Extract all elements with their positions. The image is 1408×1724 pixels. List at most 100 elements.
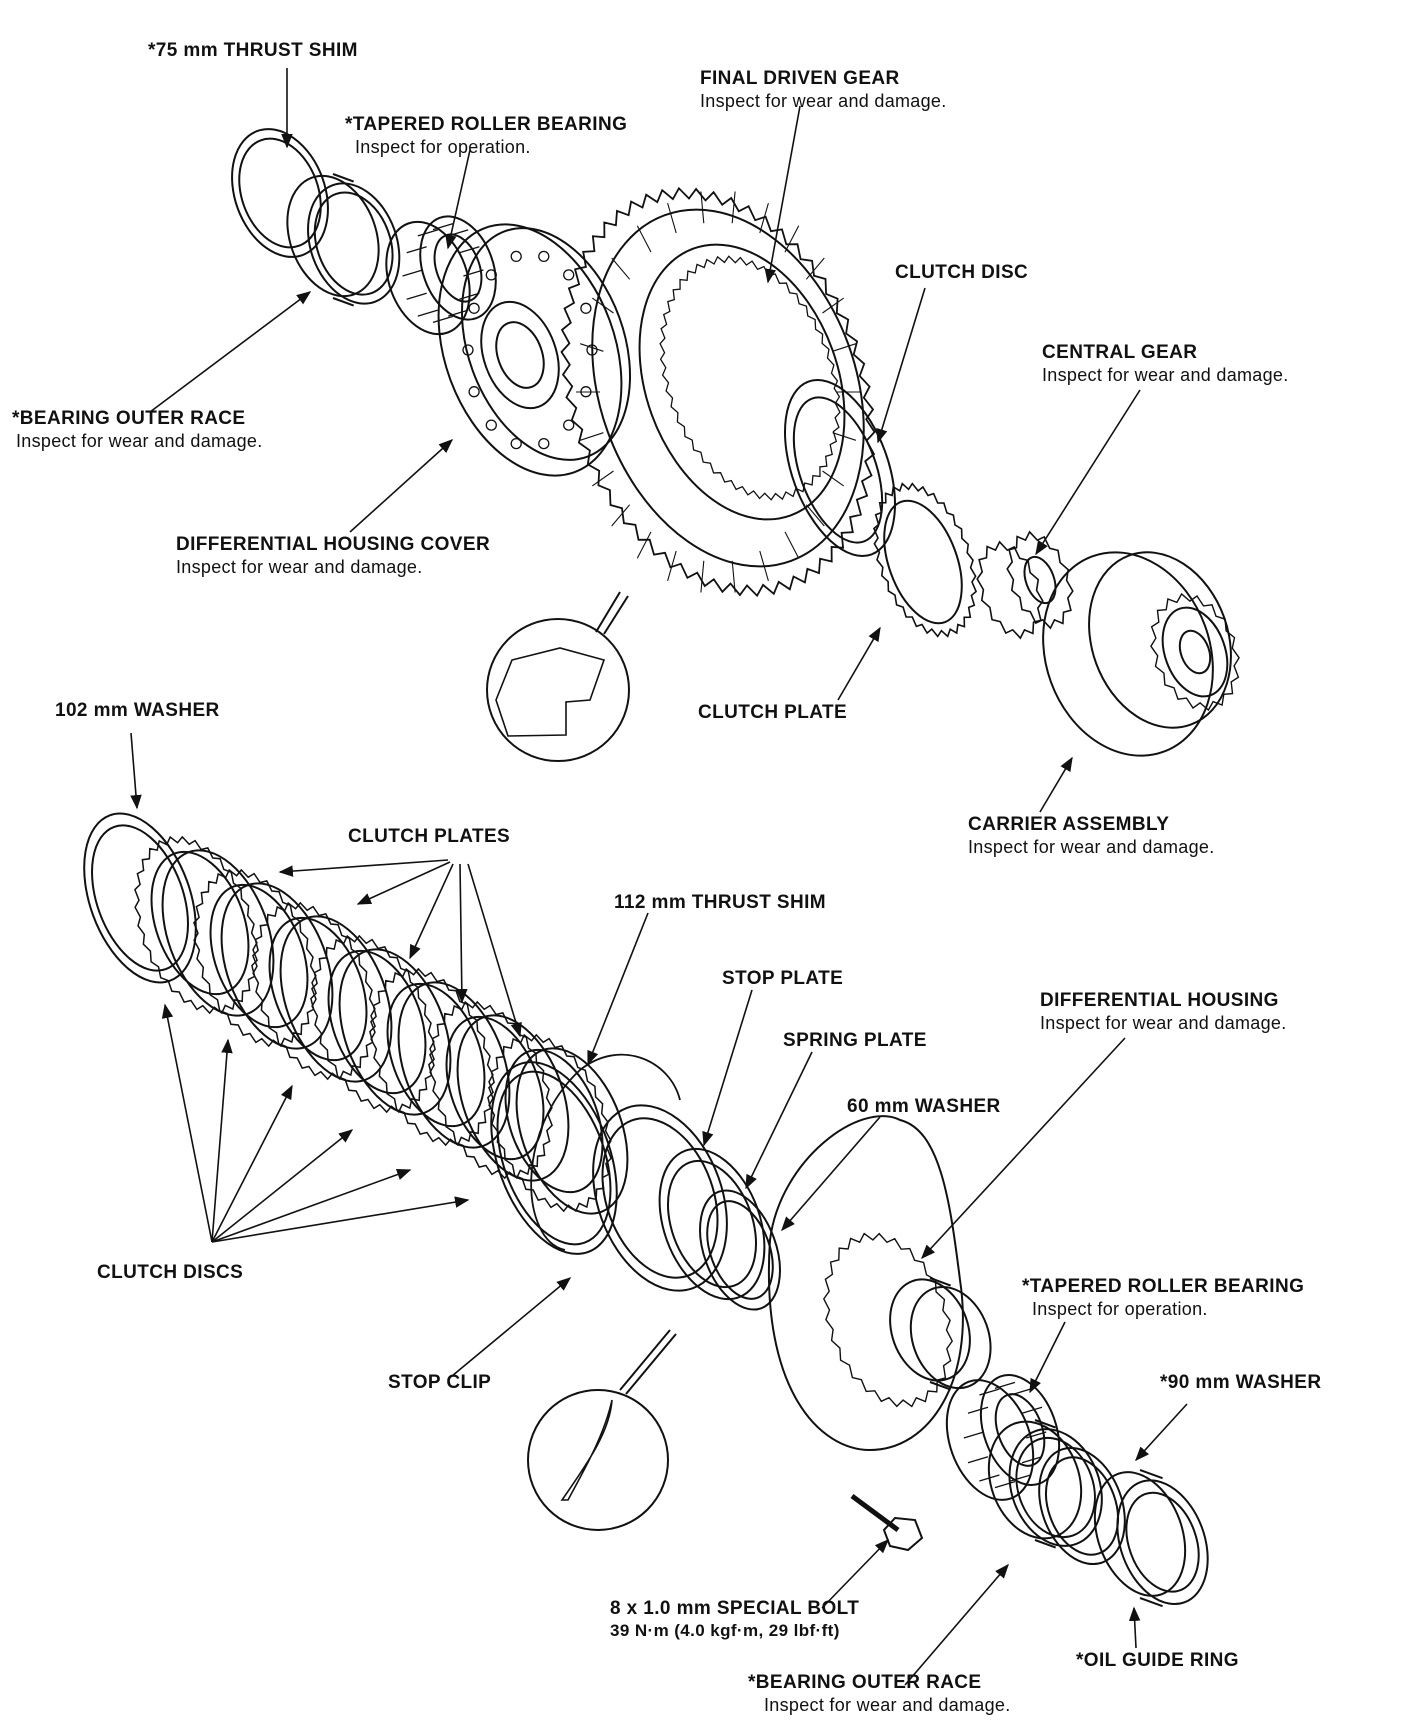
label-title: CLUTCH DISC bbox=[895, 262, 1029, 283]
label-title: 112 mm THRUST SHIM bbox=[614, 892, 827, 913]
leader-clutch-disc bbox=[876, 287, 926, 444]
label-torque: 39 N·m (4.0 kgf·m, 29 lbf·ft) bbox=[610, 1620, 840, 1640]
label-75mm-thrust-shim: *75 mm THRUST SHIM bbox=[148, 40, 358, 63]
bearing-outer-race-top bbox=[286, 173, 401, 307]
label-bearing-outer-race-bottom: *BEARING OUTER RACE Inspect for wear and… bbox=[748, 1672, 1011, 1716]
label-clutch-disc: CLUTCH DISC bbox=[895, 262, 1028, 285]
washer-60mm bbox=[699, 1189, 781, 1311]
label-title: *TAPERED ROLLER BEARING bbox=[345, 114, 628, 135]
clutch-plate-top bbox=[872, 482, 978, 638]
label-title: *75 mm THRUST SHIM bbox=[148, 40, 358, 61]
label-note: Inspect for wear and damage. bbox=[700, 90, 947, 111]
leaders-clutch-discs bbox=[161, 1003, 470, 1243]
tapered-roller-bearing-bottom bbox=[945, 1374, 1061, 1501]
label-stop-plate: STOP PLATE bbox=[722, 968, 843, 991]
leader-90mm-washer bbox=[1135, 1403, 1188, 1462]
leader-stop-plate bbox=[702, 989, 753, 1147]
label-note: Inspect for wear and damage. bbox=[1040, 1012, 1287, 1033]
label-title: 8 x 1.0 mm SPECIAL BOLT bbox=[610, 1598, 860, 1619]
leader-oil-guide-ring bbox=[1128, 1606, 1141, 1649]
leader-clutch-plate bbox=[837, 626, 881, 701]
stop-clip bbox=[530, 1053, 681, 1251]
label-stop-clip: STOP CLIP bbox=[388, 1372, 491, 1395]
label-note: Inspect for wear and damage. bbox=[764, 1694, 1011, 1715]
leader-spring-plate bbox=[745, 1051, 813, 1190]
thrust-shim-75mm bbox=[231, 128, 329, 258]
label-note: Inspect for operation. bbox=[1032, 1298, 1208, 1319]
label-title: CLUTCH DISCS bbox=[97, 1262, 244, 1283]
label-title: FINAL DRIVEN GEAR bbox=[700, 68, 900, 89]
label-title: STOP PLATE bbox=[722, 968, 844, 989]
label-title: *BEARING OUTER RACE bbox=[12, 408, 246, 429]
label-title: CENTRAL GEAR bbox=[1042, 342, 1198, 363]
label-final-driven-gear: FINAL DRIVEN GEAR Inspect for wear and d… bbox=[700, 68, 947, 112]
label-differential-housing: DIFFERENTIAL HOUSING Inspect for wear an… bbox=[1040, 990, 1287, 1034]
differential-housing bbox=[767, 1115, 964, 1452]
label-clutch-plates: CLUTCH PLATES bbox=[348, 826, 510, 849]
label-oil-guide-ring: *OIL GUIDE RING bbox=[1076, 1650, 1239, 1673]
label-title: *TAPERED ROLLER BEARING bbox=[1022, 1276, 1305, 1297]
final-driven-gear bbox=[560, 186, 876, 598]
label-tapered-roller-bearing-top: *TAPERED ROLLER BEARING Inspect for oper… bbox=[345, 114, 627, 158]
label-60mm-washer: 60 mm WASHER bbox=[847, 1096, 1001, 1119]
label-title: 60 mm WASHER bbox=[847, 1096, 1001, 1117]
leader-102mm-washer bbox=[130, 732, 142, 810]
leader-tapered-bearing-bottom bbox=[1029, 1321, 1066, 1394]
label-title: *90 mm WASHER bbox=[1160, 1372, 1322, 1393]
leader-housing-cover bbox=[349, 439, 454, 533]
label-title: STOP CLIP bbox=[388, 1372, 492, 1393]
label-clutch-plate: CLUTCH PLATE bbox=[698, 702, 847, 725]
label-title: CLUTCH PLATES bbox=[348, 826, 511, 847]
leader-60mm-washer bbox=[781, 1116, 881, 1232]
label-title: CLUTCH PLATE bbox=[698, 702, 848, 723]
clutch-pack bbox=[134, 835, 629, 1215]
leader-stop-clip bbox=[451, 1277, 572, 1377]
label-special-bolt: 8 x 1.0 mm SPECIAL BOLT 39 N·m (4.0 kgf·… bbox=[610, 1598, 859, 1641]
washer-90mm bbox=[1038, 1446, 1126, 1566]
leader-special-bolt bbox=[821, 1538, 890, 1609]
leader-carrier-assembly bbox=[1039, 756, 1073, 813]
leader-central-gear bbox=[1035, 389, 1141, 556]
label-title: SPRING PLATE bbox=[783, 1030, 927, 1051]
clutch-disc-top bbox=[784, 379, 896, 557]
label-title: DIFFERENTIAL HOUSING bbox=[1040, 990, 1279, 1011]
label-differential-housing-cover: DIFFERENTIAL HOUSING COVER Inspect for w… bbox=[176, 534, 490, 578]
label-note: Inspect for wear and damage. bbox=[16, 430, 263, 451]
label-note: Inspect for wear and damage. bbox=[176, 556, 423, 577]
label-90mm-washer: *90 mm WASHER bbox=[1160, 1372, 1321, 1395]
detail-callout-top bbox=[486, 591, 630, 762]
label-title: *BEARING OUTER RACE bbox=[748, 1672, 982, 1693]
leaders-clutch-plates bbox=[278, 859, 522, 1038]
label-note: Inspect for operation. bbox=[355, 136, 531, 157]
label-note: Inspect for wear and damage. bbox=[968, 836, 1215, 857]
label-note: Inspect for wear and damage. bbox=[1042, 364, 1289, 385]
label-112mm-thrust-shim: 112 mm THRUST SHIM bbox=[614, 892, 826, 915]
bearing-outer-race-bottom bbox=[987, 1419, 1103, 1549]
label-tapered-roller-bearing-bottom: *TAPERED ROLLER BEARING Inspect for oper… bbox=[1022, 1276, 1304, 1320]
oil-guide-ring bbox=[1093, 1469, 1209, 1608]
differential-housing-hub bbox=[889, 1277, 992, 1391]
label-spring-plate: SPRING PLATE bbox=[783, 1030, 927, 1053]
label-central-gear: CENTRAL GEAR Inspect for wear and damage… bbox=[1042, 342, 1289, 386]
leader-final-driven-gear bbox=[764, 105, 801, 284]
carrier-assembly bbox=[1042, 551, 1240, 757]
label-102mm-washer: 102 mm WASHER bbox=[55, 700, 220, 723]
leader-tapered-bearing-top bbox=[445, 149, 471, 250]
detail-callout-bottom bbox=[527, 1329, 677, 1531]
washer-102mm bbox=[83, 812, 197, 984]
leader-bearing-race-top bbox=[149, 291, 312, 413]
label-title: CARRIER ASSEMBLY bbox=[968, 814, 1170, 835]
label-title: 102 mm WASHER bbox=[55, 700, 220, 721]
label-carrier-assembly: CARRIER ASSEMBLY Inspect for wear and da… bbox=[968, 814, 1215, 858]
label-title: DIFFERENTIAL HOUSING COVER bbox=[176, 534, 491, 555]
stop-plate bbox=[592, 1104, 728, 1292]
leader-112mm-shim bbox=[587, 912, 649, 1066]
label-title: *OIL GUIDE RING bbox=[1076, 1650, 1239, 1671]
leader-differential-housing bbox=[921, 1037, 1126, 1260]
label-clutch-discs: CLUTCH DISCS bbox=[97, 1262, 243, 1285]
label-bearing-outer-race-top: *BEARING OUTER RACE Inspect for wear and… bbox=[12, 408, 263, 452]
differential-housing-cover bbox=[437, 223, 632, 477]
leader-bearing-race-bottom bbox=[904, 1563, 1009, 1686]
